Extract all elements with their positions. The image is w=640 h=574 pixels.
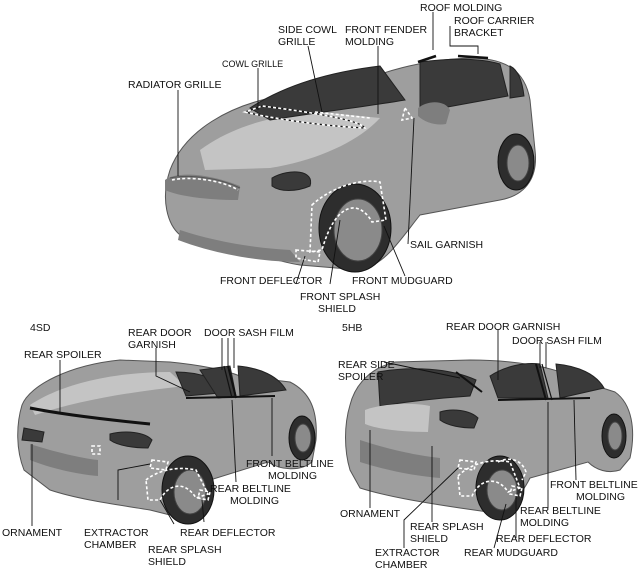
hb-label-extractor-chamber-2: CHAMBER (375, 559, 428, 571)
sedan-car-illustration (17, 359, 317, 525)
sd-label-ornament: ORNAMENT (2, 527, 63, 539)
sd-label-front-beltline-molding-2: MOLDING (268, 470, 317, 482)
label-roof-carrier-bracket-2: BRACKET (454, 27, 504, 39)
hatchback-labels: REAR DOOR GARNISH DOOR SASH FILM REAR SI… (338, 321, 638, 571)
label-front-fender-molding-1: FRONT FENDER (345, 24, 427, 36)
sd-label-rear-beltline-molding-2: MOLDING (230, 495, 279, 507)
label-cowl-grille: COWL GRILLE (222, 59, 283, 69)
hb-label-rear-deflector: REAR DEFLECTOR (496, 533, 592, 545)
hb-label-rear-splash-shield-1: REAR SPLASH (410, 521, 484, 533)
sedan-labels: REAR DOOR GARNISH DOOR SASH FILM REAR SP… (2, 327, 334, 568)
hatchback-car-illustration (345, 359, 634, 521)
hb-label-rear-beltline-molding-1: REAR BELTLINE (520, 505, 601, 517)
sd-label-extractor-chamber-1: EXTRACTOR (84, 527, 149, 539)
label-sail-garnish: SAIL GARNISH (410, 239, 483, 251)
sd-label-rear-door-garnish-2: GARNISH (128, 339, 176, 351)
sd-label-rear-splash-shield-1: REAR SPLASH (148, 544, 222, 556)
sd-label-rear-splash-shield-2: SHIELD (148, 556, 186, 568)
label-front-splash-shield-1: FRONT SPLASH (300, 291, 380, 303)
hb-label-front-beltline-molding-1: FRONT BELTLINE (550, 479, 638, 491)
sd-label-extractor-chamber-2: CHAMBER (84, 539, 137, 551)
hb-label-rear-door-garnish: REAR DOOR GARNISH (446, 321, 560, 333)
front-view-labels: ROOF MOLDING ROOF CARRIER BRACKET SIDE C… (128, 2, 535, 315)
label-front-fender-molding-2: MOLDING (345, 36, 394, 48)
label-front-deflector: FRONT DEFLECTOR (220, 275, 323, 287)
sd-label-rear-deflector: REAR DEFLECTOR (180, 527, 276, 539)
hb-label-rear-side-spoiler-1: REAR SIDE (338, 359, 395, 371)
hb-label-rear-mudguard: REAR MUDGUARD (464, 547, 558, 559)
front-view-car-illustration (164, 54, 537, 273)
label-radiator-grille: RADIATOR GRILLE (128, 79, 222, 91)
sd-label-front-beltline-molding-1: FRONT BELTLINE (246, 458, 334, 470)
hatchback-leader-lines (369, 330, 577, 549)
label-side-cowl-grille-1: SIDE COWL (278, 24, 337, 36)
front-view-leader-lines (177, 12, 479, 285)
hb-label-rear-side-spoiler-2: SPOILER (338, 371, 384, 383)
hb-label-ornament: ORNAMENT (340, 508, 401, 520)
hb-label-rear-splash-shield-2: SHIELD (410, 533, 448, 545)
sedan-leader-lines (31, 338, 273, 526)
variant-label-5hb: 5HB (342, 322, 362, 334)
label-front-splash-shield-2: SHIELD (318, 303, 356, 315)
sd-label-rear-spoiler: REAR SPOILER (24, 349, 102, 361)
label-front-mudguard: FRONT MUDGUARD (352, 275, 453, 287)
label-roof-molding: ROOF MOLDING (420, 2, 502, 14)
sd-label-rear-beltline-molding-1: REAR BELTLINE (210, 483, 291, 495)
hb-label-front-beltline-molding-2: MOLDING (576, 491, 625, 503)
hb-label-rear-beltline-molding-2: MOLDING (520, 517, 569, 529)
label-side-cowl-grille-2: GRILLE (278, 36, 315, 48)
sd-label-rear-door-garnish-1: REAR DOOR (128, 327, 192, 339)
sd-label-door-sash-film: DOOR SASH FILM (204, 327, 294, 339)
variant-label-4sd: 4SD (30, 322, 51, 334)
hb-label-extractor-chamber-1: EXTRACTOR (375, 547, 440, 559)
hb-label-door-sash-film: DOOR SASH FILM (512, 335, 602, 347)
label-roof-carrier-bracket-1: ROOF CARRIER (454, 15, 535, 27)
